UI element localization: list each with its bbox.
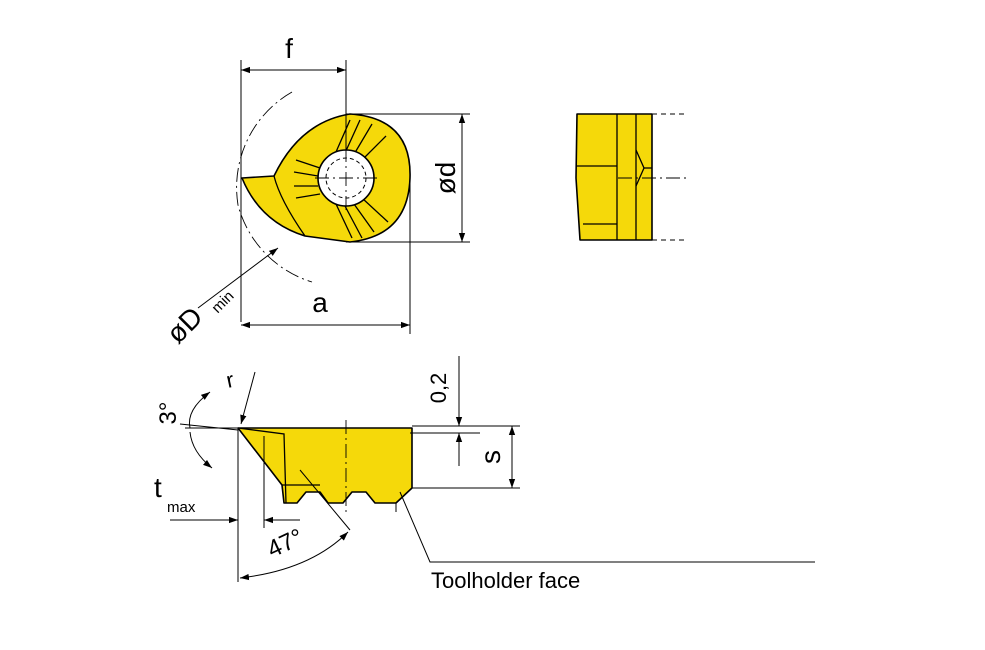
toolholder-face-label: Toolholder face	[431, 568, 580, 593]
top-view: f ød a øD min	[160, 33, 470, 349]
label-t: t	[154, 472, 162, 503]
label-47deg: 47°	[263, 524, 307, 564]
insert-ribs	[293, 119, 389, 239]
label-3deg: 3°	[155, 402, 182, 425]
label-f: f	[285, 33, 293, 64]
min-bore-arc	[236, 91, 313, 283]
label-s: s	[475, 450, 506, 464]
label-t-sub: max	[167, 499, 196, 516]
label-D-sub: min	[208, 288, 237, 317]
insert-side-body	[575, 113, 653, 241]
label-d: ød	[430, 162, 461, 195]
label-r: r	[224, 367, 236, 393]
label-D: øD	[160, 301, 208, 349]
front-view: r 3° t max 47° 0,2 s Toolholder face	[154, 356, 815, 593]
label-0-2: 0,2	[426, 373, 451, 404]
label-a: a	[312, 287, 328, 318]
insert-front-body	[237, 427, 413, 504]
side-view	[575, 113, 686, 241]
